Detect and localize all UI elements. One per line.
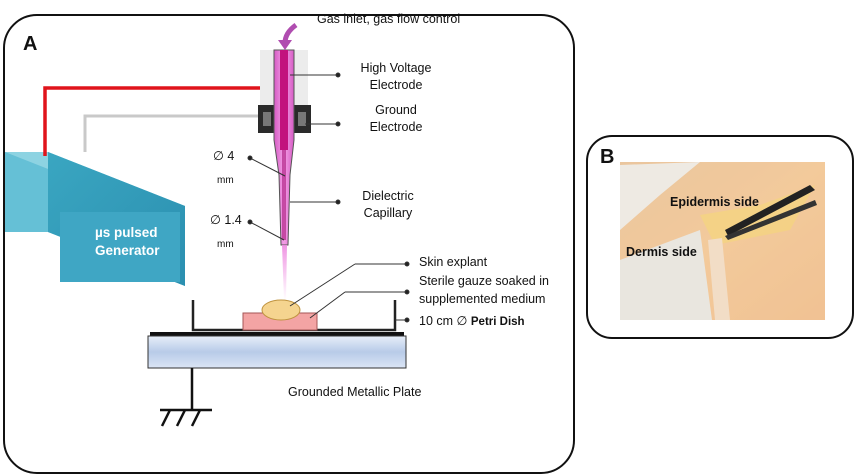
ground-electrode-label-line1: Ground [375,103,417,117]
plate-label: Grounded Metallic Plate [288,385,422,399]
dielectric-label-line1: Dielectric [362,189,414,203]
diameter-14-unit: mm [217,239,234,250]
hv-electrode-label-line2: Electrode [369,78,423,92]
gas-inlet-label: Gas inlet, gas flow control [317,12,461,26]
skin-explant [261,299,301,321]
petri-name: Petri Dish [470,316,525,328]
petri-dish-label: 10 cm ∅ Petri Dish [419,313,525,331]
gauze-label-line2: supplemented medium [419,292,546,306]
skin-photo [620,162,825,320]
gauze-label-line1: Sterile gauze soaked in [419,274,549,288]
hv-wire [43,86,285,156]
plasma-plume [282,245,287,300]
dielectric-capillary [273,49,295,246]
plate-top-edge [150,332,404,337]
generator-label-line2: Generator [95,243,160,258]
diameter-14-label: ∅ 1.4 [210,213,242,227]
hv-electrode-label: High Voltage Electrode [348,60,444,94]
skin-explant-label: Skin explant [419,255,488,269]
dermis-label: Dermis side [626,245,697,259]
generator-label-line1: µs pulsed [95,225,158,240]
hv-electrode-label-line1: High Voltage [360,61,432,75]
hv-electrode-rod [280,50,288,150]
epidermis-label: Epidermis side [670,195,759,209]
panel-b-letter: B [600,146,615,168]
pulsed-generator [5,152,185,286]
diameter-4-label: ∅ 4 [213,149,235,163]
dielectric-label-line2: Capillary [363,206,413,220]
grounded-metallic-plate [147,335,407,369]
diameter-4-unit: mm [217,175,234,186]
petri-dish [191,299,397,332]
ground-wire [83,114,268,152]
petri-size: 10 cm ∅ [419,314,468,328]
ground-symbol [160,368,212,427]
ground-electrode-label-line2: Electrode [369,120,423,134]
panel-a-letter: A [23,33,38,55]
dielectric-capillary-label: Dielectric Capillary [348,188,428,222]
ground-electrode-label: Ground Electrode [348,102,444,136]
